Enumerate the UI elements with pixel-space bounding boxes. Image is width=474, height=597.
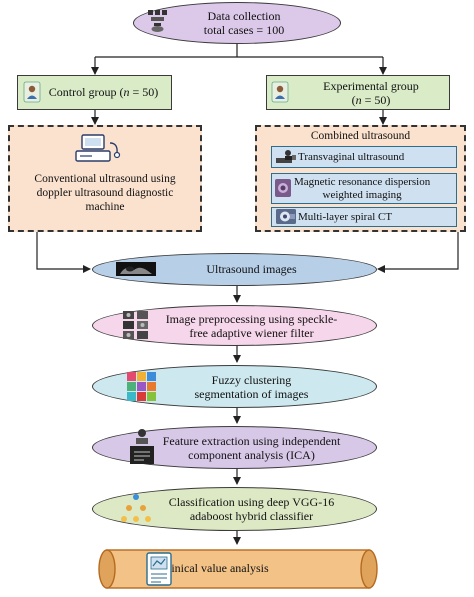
arrow-combined-to-images [377,232,459,273]
combined-item-ct-label: Multi-layer spiral CT [298,210,393,223]
control-group-n: n [123,85,130,99]
report-icon [146,552,172,586]
experimental-group-node: Experimental group (n = 50) [266,75,450,110]
preprocessing-line-1: Image preprocessing using speckle- [165,311,338,326]
conventional-line-3: machine [85,201,125,213]
color-grid-icon [127,372,157,402]
data-collection-total: total cases = 100 [203,23,285,37]
experimental-group-label: Experimental group [323,78,419,93]
person-icon [23,81,41,103]
person-icon [271,81,289,103]
combined-item-transvaginal: Transvaginal ultrasound [271,146,457,168]
preprocessing-line-2: free adaptive wiener filter [189,325,314,340]
control-group-value: = 50) [129,85,159,99]
ultrasound-scan-icon [116,262,156,276]
feature-line-1: Feature extraction using independent [162,433,341,448]
feature-extraction-icon [128,428,156,464]
fuzzy-line-1: Fuzzy clustering [211,372,292,387]
combined-item-mri-line-1: Magnetic resonance dispersion [294,175,431,188]
doctor-icon [276,149,296,165]
combined-item-ct: Multi-layer spiral CT [271,207,457,227]
classification-node: Classification using deep VGG-16 adaboos… [92,487,377,531]
hierarchy-icon [148,10,168,34]
arrow-conventional-to-images [36,232,91,273]
control-group-node: Control group (n = 50) [17,75,172,110]
combined-item-mri: Magnetic resonance dispersion weighted i… [271,173,457,204]
data-collection-title: Data collection [207,9,281,23]
clinical-value-label: Clinical value analysis [160,561,269,575]
image-grid-icon [123,311,149,339]
experimental-group-paren: ( [351,92,356,107]
combined-item-mri-line-2: weighted imaging [322,188,402,201]
control-group-label: Control group ( [48,85,124,99]
conventional-line-2: doppler ultrasound diagnostic [36,187,174,199]
combined-item-transvaginal-label: Transvaginal ultrasound [298,150,405,163]
classification-line-2: adaboost hybrid classifier [189,509,314,523]
conventional-ultrasound-label: Conventional ultrasound using doppler ul… [14,172,196,214]
experimental-group-n: n [355,92,362,107]
feature-line-2: component analysis (ICA) [188,447,315,462]
mri-icon [275,179,291,197]
data-collection-node: Data collection total cases = 100 [133,2,341,44]
network-icon [120,493,152,523]
ultrasound-machine-icon [72,133,122,165]
classification-line-1: Classification using deep VGG-16 [168,495,335,509]
fuzzy-line-2: segmentation of images [194,386,309,401]
combined-ultrasound-title: Combined ultrasound [310,130,411,142]
experimental-group-value: = 50) [361,92,391,107]
conventional-line-1: Conventional ultrasound using [34,173,176,185]
ct-icon [276,209,296,224]
conventional-ultrasound-box [8,125,202,232]
ultrasound-images-label: Ultrasound images [206,262,297,276]
